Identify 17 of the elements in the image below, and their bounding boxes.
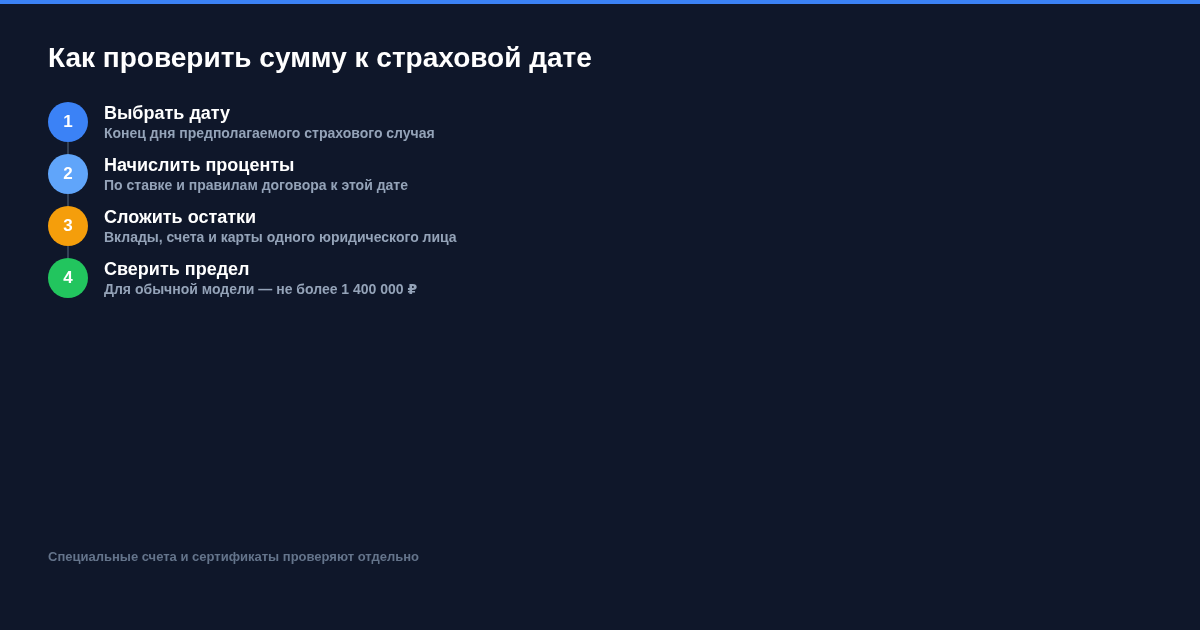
step-title: Начислить проценты <box>104 154 295 176</box>
connector-line <box>67 245 69 259</box>
step-number-circle: 3 <box>48 206 88 246</box>
step-title: Сложить остатки <box>104 206 257 228</box>
step-number-circle: 4 <box>48 258 88 298</box>
step-number-circle: 2 <box>48 154 88 194</box>
step-description: Вклады, счета и карты одного юридического лица <box>104 228 457 246</box>
connector-line <box>67 141 69 155</box>
step-title: Выбрать дату <box>104 102 231 124</box>
connector-line <box>67 193 69 207</box>
step-number-circle: 1 <box>48 102 88 142</box>
step-description: Конец дня предполагаемого страхового случая <box>104 124 435 142</box>
step-title: Сверить предел <box>104 258 250 280</box>
diagram-title: Как проверить сумму к страховой дате <box>48 41 592 75</box>
footnote: Специальные счета и сертификаты проверяют отдельно <box>48 549 420 565</box>
step-description: По ставке и правилам договора к этой дате <box>104 176 408 194</box>
step-description: Для обычной модели — не более 1 400 000 ₽ <box>104 280 418 298</box>
